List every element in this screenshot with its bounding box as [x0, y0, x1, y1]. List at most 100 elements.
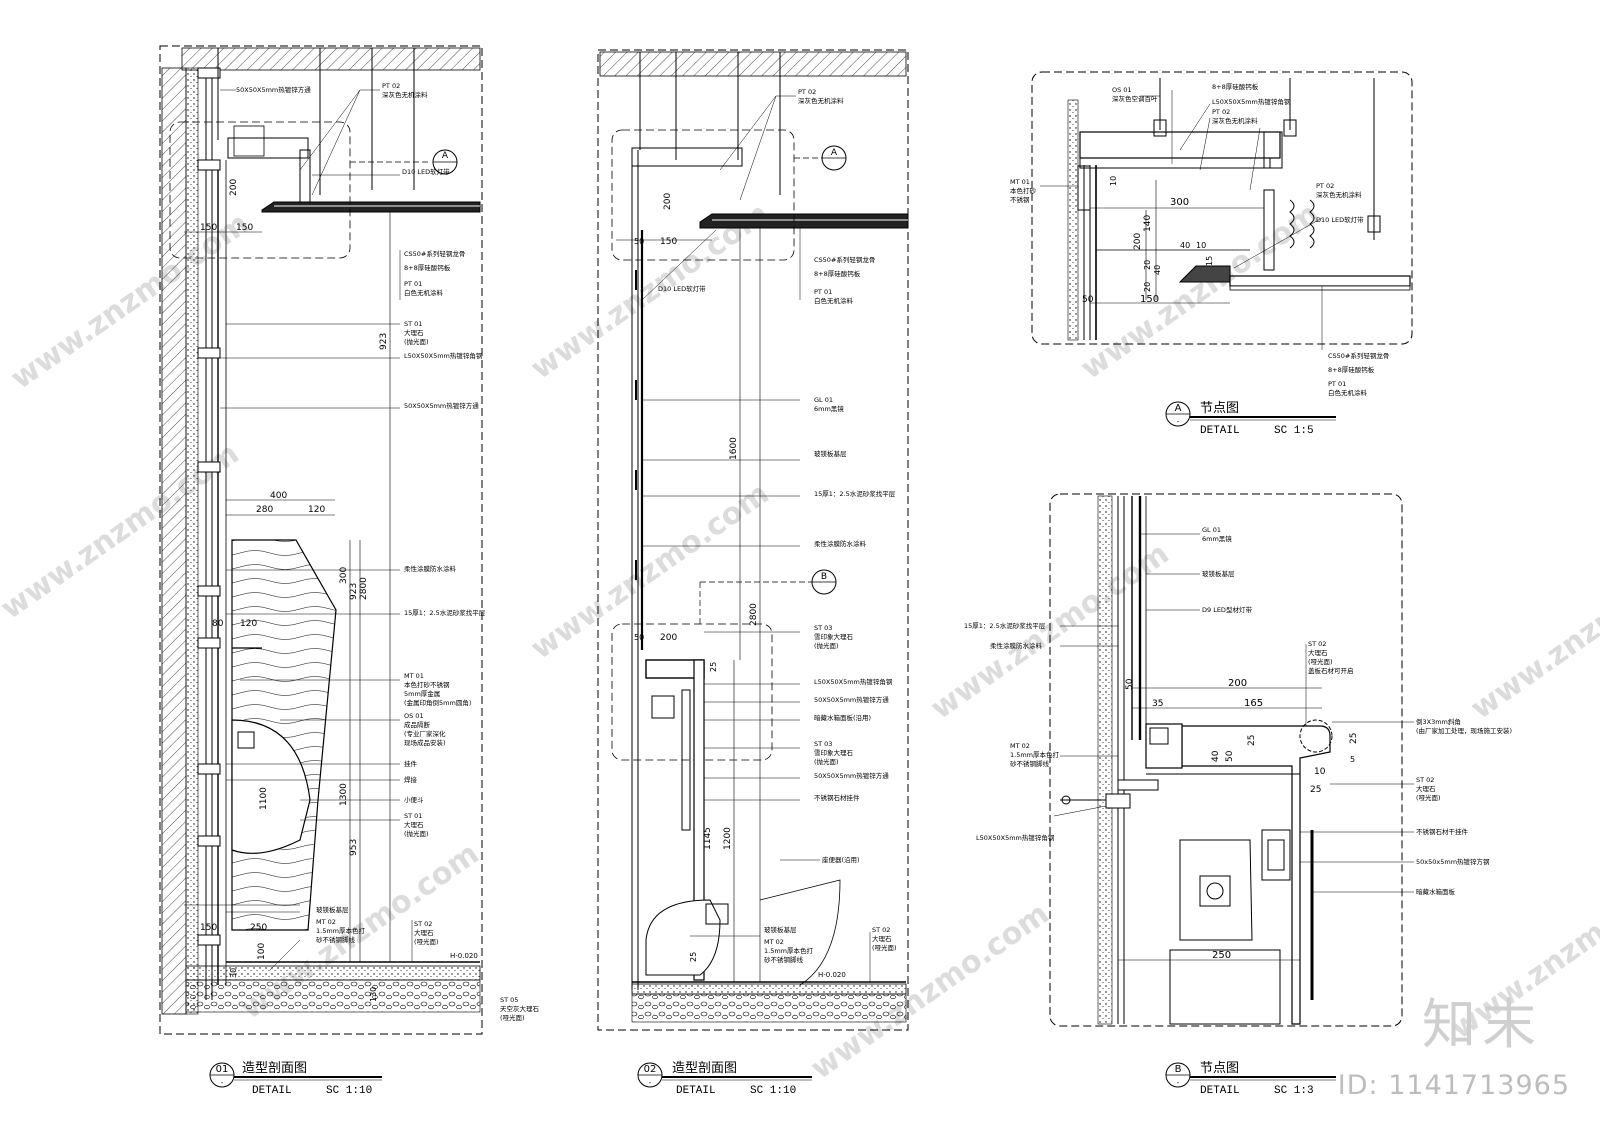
annotation-note: 50x50x5mm热镀锌方钢 [1416, 857, 1490, 866]
dim-text: 300 [1170, 197, 1189, 208]
dim-text: 1300 [339, 783, 349, 806]
dim-text: 953 [349, 839, 359, 856]
brand-logo: 知末 [1422, 993, 1542, 1056]
annotation-note: 大理石 [1416, 784, 1436, 793]
dim-text: 25 [709, 662, 718, 672]
dim-text: 250 [250, 923, 267, 933]
annotation-note: 玻镁板基层 [1202, 569, 1235, 578]
level-mark: H-0.020 [818, 971, 846, 979]
panel-01-title-block: 01 - 造型剖面图 DETAIL SC 1:10 [209, 1061, 382, 1097]
annotation-note: 暗藏水箱面板 [1416, 887, 1456, 896]
annotation-note: 1.5mm厚本色打 [316, 926, 366, 935]
panel-b-node-detail: 50 200 35 165 25 50 40 25 10 25 5 250 GL… [964, 493, 1512, 1097]
dim-text: 50 [634, 633, 644, 642]
annotation-note: 砂不锈钢脚线 [316, 935, 356, 944]
annotation-tag: PT 01 [1328, 380, 1346, 388]
annotation-note: 天空灰大理石 [500, 1004, 540, 1013]
dim-text: 40 [1211, 750, 1221, 762]
annotation-note: CS50#系列轻钢龙骨 [404, 249, 465, 258]
annotation-note: 不锈钢石材挂件 [814, 793, 860, 802]
dim-text: 1600 [729, 437, 739, 460]
annotation-note: 大理石 [872, 934, 892, 943]
panel-02-section: A B 200 50 150 1600 2800 50 200 25 1145 [597, 49, 909, 1097]
dim-text: 10 [1109, 176, 1118, 186]
panel-number: A [1175, 403, 1182, 414]
dim-text: 50 [1225, 750, 1235, 762]
dim-text: 300 [339, 567, 349, 584]
annotation-note: 50X50X5mm热镀锌方通 [236, 85, 311, 94]
panel-subnumber: - [221, 1079, 224, 1087]
annotation-tag: PT 02 [382, 82, 400, 90]
dim-text: 150 [1140, 294, 1159, 305]
annotation-note: 15厚1：2.5水泥砂浆找平层 [404, 608, 486, 617]
dim-text: 280 [256, 505, 273, 515]
dim-text: 50 [634, 237, 644, 246]
annotation-note: 本色打砂 [1010, 186, 1037, 195]
annotation-note: L50X50X5mm热镀锌角钢 [814, 677, 893, 686]
annotation-note: 焊接 [404, 775, 418, 784]
annotation-note: 白色无机涂料 [814, 296, 854, 305]
panel-title: 造型剖面图 [242, 1061, 307, 1076]
annotation-tag: MT 01 [1010, 178, 1030, 186]
annotation-tag: MT 02 [1010, 742, 1030, 750]
panel-number: 01 [216, 1064, 229, 1075]
level-mark: H-0.020 [450, 952, 478, 960]
dim-text: 923 [379, 333, 389, 350]
annotation-note: 玻镁板基层 [316, 905, 349, 914]
annotation-note: 深灰色无机涂料 [798, 96, 844, 105]
dim-text: 2800 [359, 577, 369, 600]
dim-text: 1145 [703, 827, 713, 850]
dim-text: 5 [1350, 755, 1355, 764]
annotation-note: 盖板石材可开启 [1308, 666, 1354, 675]
watermark-text: www.znzmo.com [525, 476, 776, 666]
dim-text: 1200 [723, 827, 733, 850]
annotation-note: 雪印象大理石 [814, 632, 854, 641]
dim-text: 165 [1244, 698, 1263, 709]
annotation-tag: GL 01 [814, 396, 833, 404]
annotation-note: (抛光面) [404, 829, 429, 838]
panel-title: 节点图 [1200, 1061, 1239, 1076]
annotation-tag: ST 01 [404, 812, 422, 820]
dim-text: 120 [240, 619, 257, 629]
annotation-tag: ST 02 [414, 920, 432, 928]
dim-text: 25 [1349, 733, 1359, 744]
panel-a-node-detail: 10 300 140 200 40 10 20 40 15 20 50 150 … [1010, 71, 1413, 437]
annotation-note: 白色无机涂料 [404, 288, 444, 297]
annotation-tag: MT 02 [316, 918, 336, 926]
dim-text: 200 [1133, 233, 1143, 250]
panel-subnumber: - [1177, 418, 1180, 426]
annotation-tag: ST 02 [872, 926, 890, 934]
annotation-note: 白色无机涂料 [1328, 388, 1368, 397]
annotation-tag: ST 05 [500, 996, 518, 1004]
annotation-note: 倒3X3mm斜角 [1416, 717, 1461, 726]
annotation-note: (专业厂家深化 [404, 729, 446, 738]
annotation-note: 砂不锈钢脚线 [764, 955, 804, 964]
dim-text: 80 [212, 619, 224, 629]
annotation-note: 暗藏水箱面板(沿用) [814, 713, 871, 722]
dim-text: 200 [1228, 678, 1247, 689]
dim-text: 10 [1314, 767, 1326, 777]
annotation-note: 50X50X5mm热镀锌方通 [814, 771, 889, 780]
dim-text: 15 [1205, 256, 1214, 266]
dim-text: 923 [349, 583, 359, 600]
panel-a-title-block: A - 节点图 DETAIL SC 1:5 [1165, 401, 1336, 437]
annotation-note: (抛光面) [404, 337, 429, 346]
annotation-note: D10 LED软灯带 [658, 284, 706, 293]
annotation-note: 大理石 [404, 820, 424, 829]
dim-text: 40 [1180, 241, 1190, 250]
dim-text: 150 [660, 237, 677, 247]
annotation-note: (金属印角倒5mm圆角) [404, 698, 471, 707]
annotation-note: 8+8厚硅酸钙板 [404, 263, 451, 272]
annotation-tag: GL 01 [1202, 526, 1221, 534]
dim-text: 150 [200, 223, 217, 233]
panel-01-section: A 200 150 150 923 400 280 120 300 923 28… [159, 45, 540, 1097]
annotation-note: 15厚1：2.5水泥砂浆找平层 [814, 489, 896, 498]
annotation-note: 15厚1：2.5水泥砂浆找平层 [964, 621, 1046, 630]
panel-scale: SC 1:5 [1274, 425, 1314, 437]
dim-text: 25 [689, 952, 698, 962]
annotation-note: (哑光面) [1416, 793, 1441, 802]
annotation-tag: PT 02 [1316, 182, 1334, 190]
annotation-note: (抛光面) [814, 757, 839, 766]
annotation-note: L50X50X5mm热镀锌角钢 [1212, 97, 1291, 106]
